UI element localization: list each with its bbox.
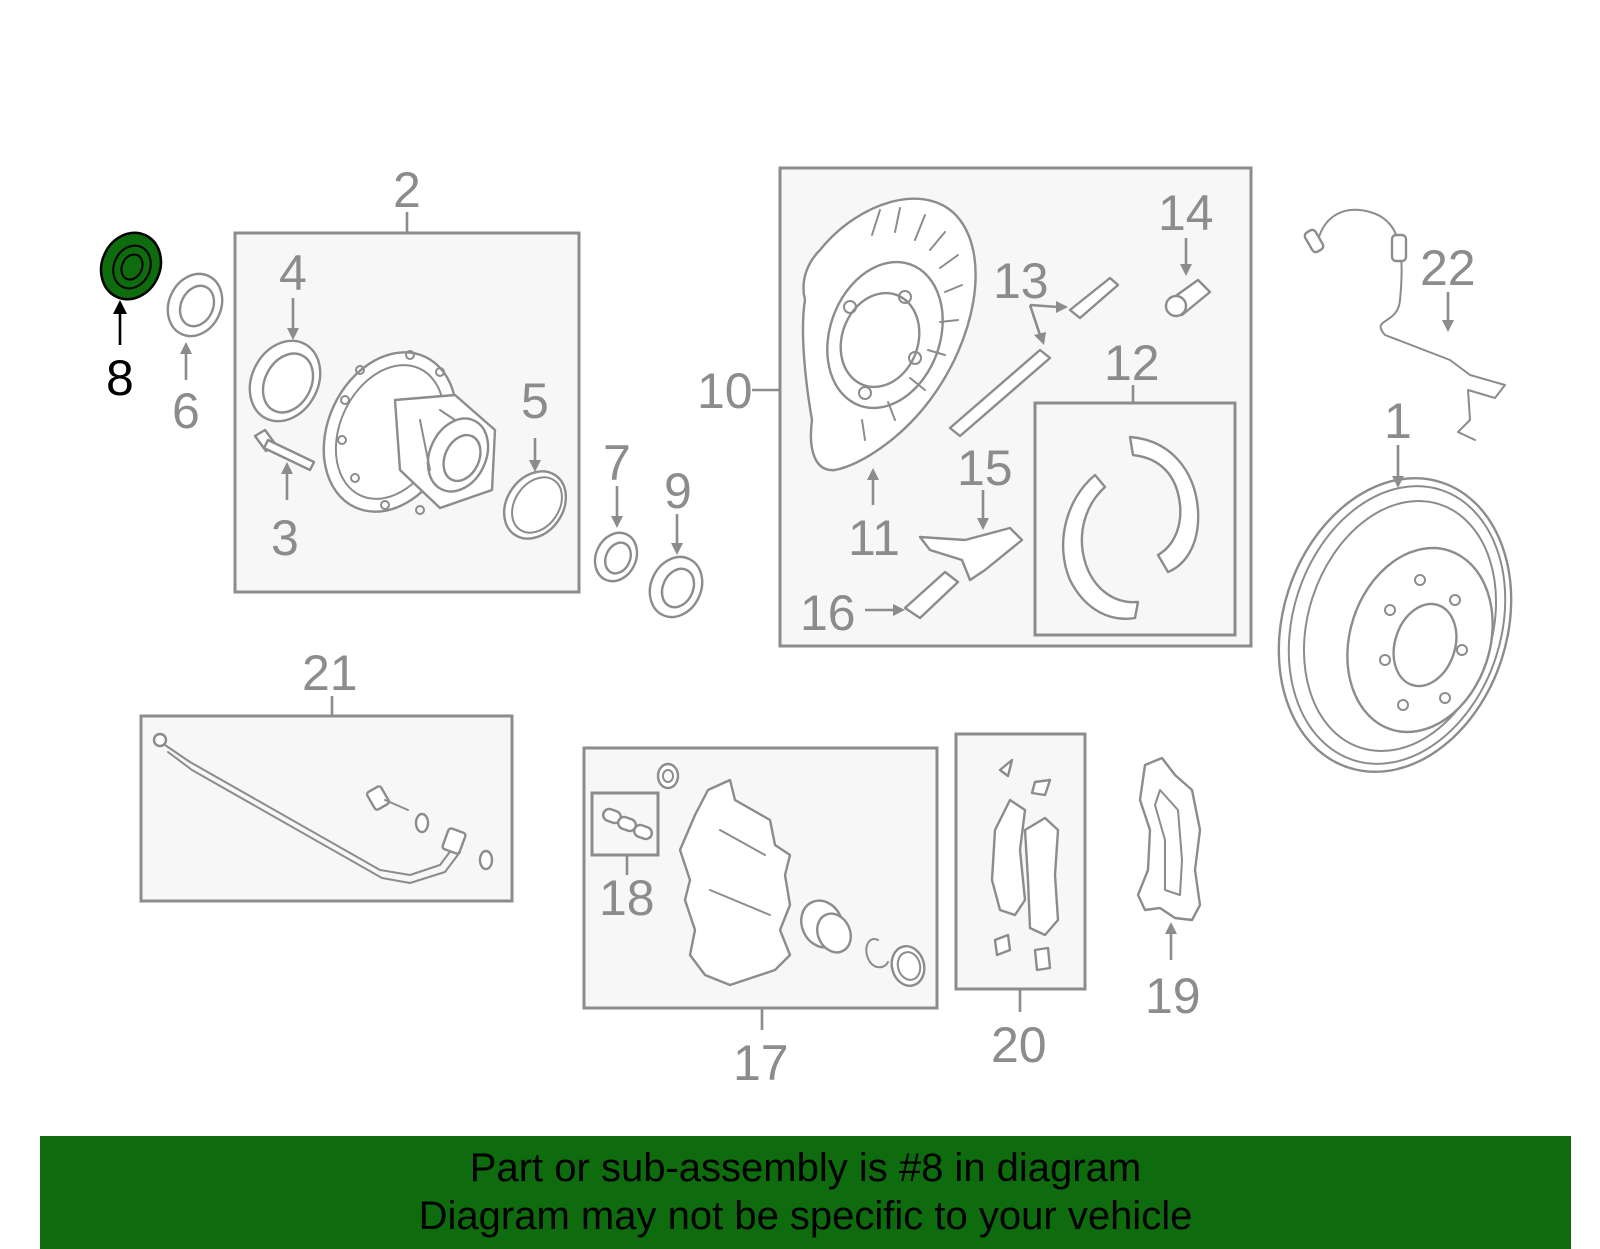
callout-11[interactable]: 11 [848,510,900,566]
part-16-strut[interactable] [865,570,960,620]
part-8-oil-seal[interactable] [90,223,171,345]
part-11-backing-plate[interactable] [801,197,977,505]
callout-8[interactable]: 8 [106,350,134,406]
callout-20[interactable]: 20 [991,1017,1047,1073]
part-18-guide-pins[interactable] [601,807,654,875]
info-banner: Part or sub-assembly is #8 in diagram Di… [40,1136,1571,1249]
part-3-wheel-stud[interactable] [253,428,316,500]
part-20-brake-pads[interactable] [990,758,1060,972]
part-19-caliper-bracket[interactable] [1136,756,1202,960]
callout-16[interactable]: 16 [800,585,856,641]
part-9-bearing[interactable] [640,514,712,626]
callout-15[interactable]: 15 [957,440,1013,496]
part-21-brake-hose[interactable] [152,732,494,884]
part-22-sensor-cable[interactable] [1303,208,1506,441]
callout-1[interactable]: 1 [1384,393,1412,449]
part-5-ring[interactable] [491,438,578,551]
callout-3[interactable]: 3 [271,510,299,566]
part-17-caliper[interactable] [656,762,929,989]
callout-9[interactable]: 9 [664,463,692,519]
callout-4[interactable]: 4 [279,245,307,301]
part-7-bearing[interactable] [587,486,644,588]
callout-2[interactable]: 2 [393,162,421,218]
callout-10[interactable]: 10 [697,363,753,419]
callout-17[interactable]: 17 [733,1035,789,1091]
banner-line-1: Part or sub-assembly is #8 in diagram [469,1146,1142,1190]
part-1-brake-rotor[interactable] [1242,445,1548,802]
callout-18[interactable]: 18 [599,870,655,926]
part-13-springs[interactable] [948,276,1120,438]
hub-flange[interactable] [299,331,500,534]
callout-14[interactable]: 14 [1158,185,1214,241]
callout-5[interactable]: 5 [521,373,549,429]
callout-6[interactable]: 6 [172,383,200,439]
part-6-bearing[interactable] [158,265,232,380]
callout-7[interactable]: 7 [603,435,631,491]
part-12-brake-shoes[interactable] [1061,435,1200,620]
part-15-lever[interactable] [918,490,1024,582]
banner-line-2: Diagram may not be specific to your vehi… [418,1194,1193,1238]
callout-22[interactable]: 22 [1420,240,1476,296]
part-4-seal[interactable] [236,298,334,434]
callout-21[interactable]: 21 [302,645,358,701]
callout-12[interactable]: 12 [1104,335,1160,391]
callout-13[interactable]: 13 [993,253,1049,309]
box-brake-hose [139,714,514,903]
part-14-adjuster[interactable] [1164,238,1212,318]
callout-19[interactable]: 19 [1145,968,1201,1024]
